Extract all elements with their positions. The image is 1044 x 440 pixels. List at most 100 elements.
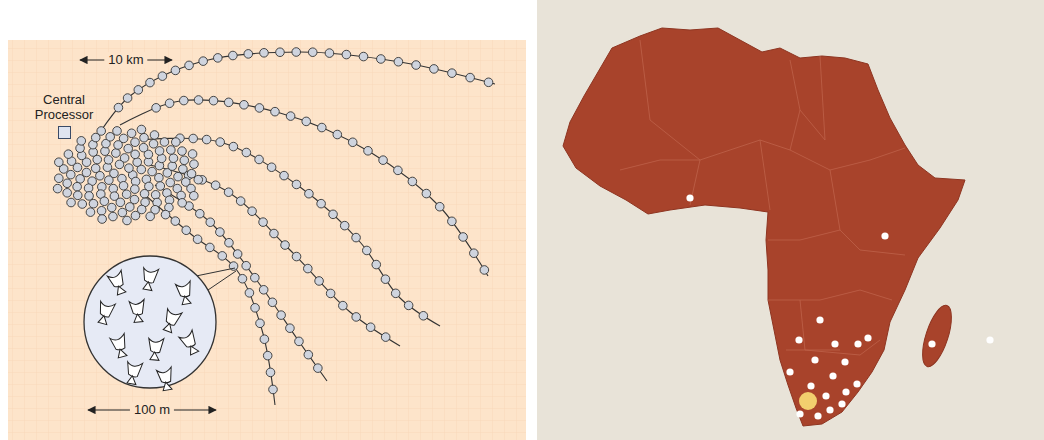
station-dot xyxy=(97,127,106,136)
station-dot xyxy=(304,350,313,359)
site-dot xyxy=(842,388,849,395)
dish-bowl xyxy=(97,300,115,318)
station-dot xyxy=(194,96,203,105)
station-dot xyxy=(196,209,205,218)
station-dot xyxy=(140,189,149,198)
station-dot xyxy=(125,164,134,173)
station-dot xyxy=(238,274,247,283)
station-dot xyxy=(276,48,285,57)
leader-line xyxy=(196,268,235,276)
dish-symbol xyxy=(124,361,143,385)
arm-line xyxy=(95,52,495,140)
site-dot xyxy=(807,382,814,389)
station-dot xyxy=(333,130,342,139)
station-dot xyxy=(394,57,403,66)
station-dot xyxy=(259,285,268,294)
station-dot xyxy=(199,57,208,66)
station-dot xyxy=(123,94,132,103)
station-dot xyxy=(430,65,439,74)
site-dot xyxy=(881,232,888,239)
inset-circle xyxy=(84,256,216,388)
station-dot xyxy=(63,179,72,188)
station-dot xyxy=(119,181,128,190)
station-dot xyxy=(148,167,157,176)
dish-bowl xyxy=(107,270,126,289)
station-dot xyxy=(286,112,295,121)
processor-node: Central Processor xyxy=(30,93,98,139)
station-dot xyxy=(185,61,194,70)
site-dot xyxy=(796,410,803,417)
station-dot xyxy=(156,182,165,191)
station-dot xyxy=(146,78,155,87)
station-dot xyxy=(63,188,72,197)
dish-bowl xyxy=(163,308,182,327)
station-dot xyxy=(53,184,62,193)
site-dot xyxy=(811,356,818,363)
station-dot xyxy=(286,324,295,333)
station-dot xyxy=(412,61,421,70)
station-dot xyxy=(118,208,127,217)
processor-square xyxy=(58,126,71,139)
station-dot xyxy=(152,104,161,113)
station-dot xyxy=(419,311,428,320)
site-dot xyxy=(841,358,848,365)
station-dot xyxy=(268,298,277,307)
station-dot xyxy=(260,335,269,344)
station-dot xyxy=(280,171,289,180)
station-dot xyxy=(112,149,121,158)
station-dot xyxy=(171,217,180,226)
station-dot xyxy=(256,319,265,328)
station-dot xyxy=(266,368,275,377)
station-dot xyxy=(326,289,335,298)
site-dot xyxy=(816,316,823,323)
station-dot xyxy=(86,208,95,217)
station-dot xyxy=(97,206,106,215)
station-dot xyxy=(448,69,457,78)
station-dot xyxy=(78,200,87,209)
dish-mount xyxy=(98,315,109,325)
station-dot xyxy=(151,191,160,200)
station-dot xyxy=(308,48,317,57)
station-dot xyxy=(116,198,125,207)
dish-bowl xyxy=(156,367,173,384)
dish-mount xyxy=(162,381,172,390)
station-dot xyxy=(174,172,183,181)
station-dot xyxy=(340,221,349,230)
station-dot xyxy=(150,131,159,140)
station-dot xyxy=(372,260,381,269)
dish-symbol xyxy=(175,281,194,305)
station-dot xyxy=(329,210,338,219)
station-dot xyxy=(140,133,149,142)
station-dot xyxy=(202,135,211,144)
station-dot xyxy=(218,252,227,261)
africa-outline xyxy=(563,28,965,426)
station-dot xyxy=(348,138,357,147)
map-ground xyxy=(537,0,1044,440)
dish-symbol xyxy=(110,334,130,359)
station-dot xyxy=(113,127,122,136)
station-dot xyxy=(167,146,176,155)
station-dot xyxy=(182,226,191,235)
station-dot xyxy=(206,218,215,227)
station-dot xyxy=(123,216,132,225)
station-dot xyxy=(271,107,280,116)
station-dot xyxy=(352,313,361,322)
station-dot xyxy=(304,264,313,273)
station-dot xyxy=(255,104,264,113)
station-dot xyxy=(216,138,225,147)
station-dot xyxy=(233,250,242,259)
station-dot xyxy=(158,72,167,81)
station-dot xyxy=(229,51,238,60)
station-dot xyxy=(89,199,98,208)
station-dot xyxy=(146,212,155,221)
station-dot xyxy=(315,277,324,286)
station-dot xyxy=(139,143,148,152)
site-dot xyxy=(814,412,821,419)
station-dot xyxy=(206,243,215,252)
station-dot xyxy=(105,176,114,185)
station-dot xyxy=(379,156,388,165)
dish-symbol xyxy=(179,330,202,356)
station-dot xyxy=(448,217,457,226)
site-dot xyxy=(786,368,793,375)
